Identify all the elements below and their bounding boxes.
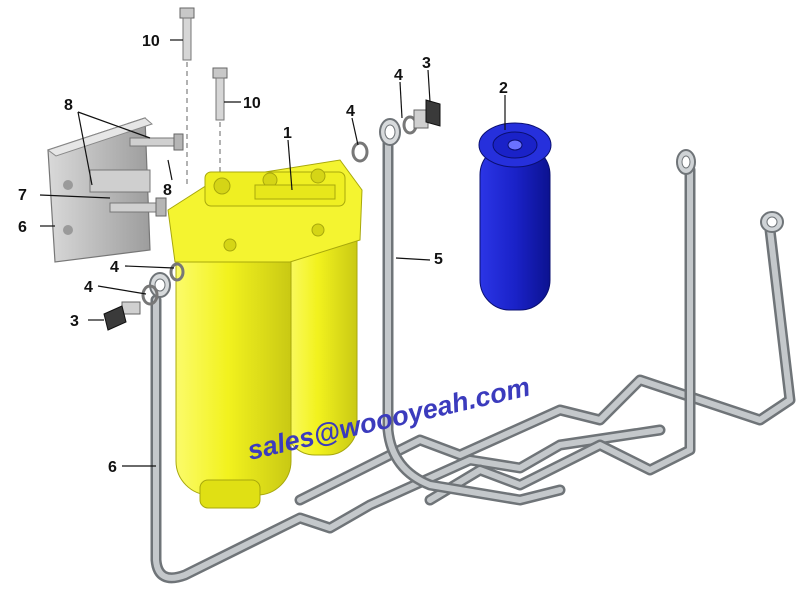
bolt-8-lower (109, 197, 167, 217)
pipe-loop (294, 164, 796, 506)
pipe-end-fitting-right-1 (676, 149, 696, 175)
leader-lines (39, 39, 506, 467)
pipe-end-fitting-right-2 (760, 211, 784, 233)
callout-10-right: 10 (243, 95, 261, 112)
banjo-fitting-top (379, 118, 401, 146)
callout-4-left-lower: 4 (84, 279, 93, 296)
callout-4-top: 4 (394, 67, 403, 84)
callout-4-mid: 4 (346, 103, 355, 120)
washer-4-top-left (351, 141, 369, 163)
bolt-8-upper (129, 133, 184, 151)
callout-4-left-upper: 4 (110, 259, 119, 276)
banjo-bolt-3-top (413, 99, 441, 129)
callout-3-top: 3 (422, 55, 431, 72)
callout-3-left: 3 (70, 313, 79, 330)
pipe-5 (382, 134, 566, 506)
callout-8-upper: 8 (163, 182, 172, 199)
callout-5: 5 (434, 251, 443, 268)
callout-10-top: 10 (142, 33, 160, 50)
banjo-fitting-left (149, 272, 171, 298)
callout-2: 2 (499, 80, 508, 97)
bolt-10-left (179, 7, 195, 185)
callout-1: 1 (283, 125, 292, 142)
callout-8-lower: 7 (18, 187, 27, 204)
mounting-bracket (46, 117, 153, 263)
washer-4-left-lower (141, 284, 159, 306)
banjo-bolt-3-left (103, 301, 141, 331)
filter-assembly (167, 159, 363, 509)
callout-7: 6 (18, 219, 27, 236)
washer-4-left-upper (169, 262, 185, 282)
callout-6: 6 (108, 459, 117, 476)
pipe-6 (150, 294, 666, 584)
filter-element (478, 122, 552, 311)
callout-9: 8 (64, 97, 73, 114)
bolt-10-right (212, 67, 228, 175)
